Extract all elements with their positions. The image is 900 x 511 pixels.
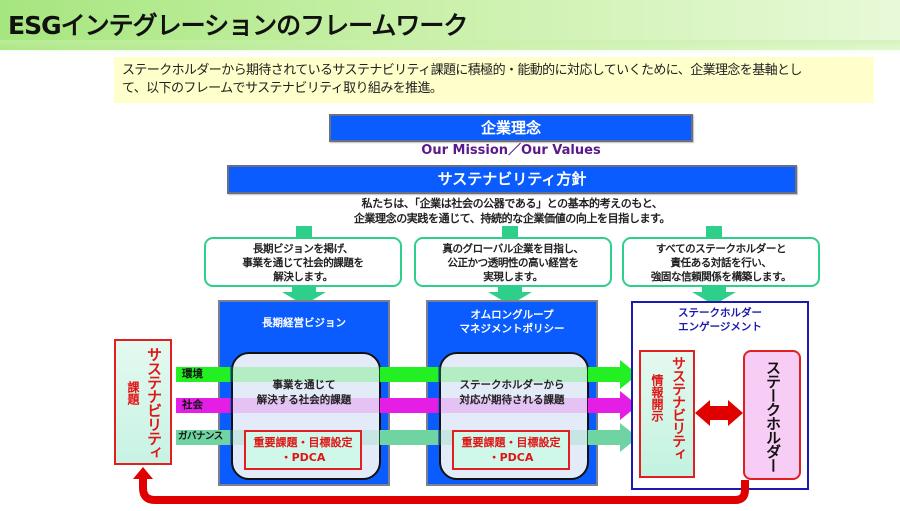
inner-line: ステークホルダーから [459, 379, 565, 391]
pillar-title-line-2: マネジメントポリシー [459, 323, 565, 335]
callout-line: 強固な信頼関係を構築します。 [650, 271, 792, 283]
pillar-1-priority-box: 重要課題・目標設定 ・PDCA [244, 430, 362, 470]
engagement-title: ステークホルダー エンゲージメント [633, 306, 807, 334]
band-governance-arrow [588, 423, 638, 452]
pillar-1-inner-text: 事業を通じて 解決する社会的課題 [229, 378, 379, 408]
pillar-2-inner-text: ステークホルダーから 対応が期待される課題 [437, 378, 587, 408]
band-society-arrow [588, 391, 638, 420]
mission-bar: 企業理念 [329, 114, 693, 142]
pillar-title-line-1: オムロングループ [470, 309, 554, 321]
callout-governance: 真のグローバル企業を目指し、 公正かつ透明性の高い経営を 実現します。 [414, 237, 612, 287]
intro-line-2: て、以下のフレームでサステナビリティ取り組みを推進。 [122, 81, 443, 96]
red-line: 重要課題・目標設定 [253, 436, 353, 449]
band-environment-arrow [588, 360, 638, 389]
band-environment-segment [230, 367, 380, 382]
band-label-society: 社会 [182, 399, 203, 411]
policy-line-2: 企業理念の実践を通じて、持続的な企業価値の向上を目指します。 [353, 212, 671, 225]
inner-line: 事業を通じて [272, 379, 336, 391]
band-environment-segment [438, 367, 588, 382]
pillar-2-priority-box: 重要課題・目標設定 ・PDCA [452, 430, 570, 470]
band-governance-segment [176, 430, 230, 445]
sustainability-issues-box: サステナビリティ 課題 [114, 339, 172, 465]
callout-stub-3 [706, 226, 722, 238]
callout-line: 真のグローバル企業を目指し、 [442, 243, 584, 255]
band-society-segment [438, 398, 588, 413]
intro-box: ステークホルダーから期待されているサステナビリティ課題に積極的・能動的に対応して… [114, 57, 874, 103]
red-line: 重要課題・目標設定 [461, 436, 561, 449]
down-arrow-1 [282, 287, 326, 305]
callout-stub-1 [296, 226, 312, 238]
callout-line: 長期ビジョンを掲げ、 [252, 243, 354, 255]
feedback-loop-arrowhead [133, 467, 153, 479]
stakeholder-box: ステークホルダー [743, 350, 801, 480]
band-label-environment: 環境 [182, 368, 203, 380]
band-environment-segment [176, 367, 230, 382]
header-fade [0, 40, 900, 54]
red-line: ・PDCA [488, 451, 534, 464]
callout-line: 解決します。 [273, 271, 333, 283]
feedback-loop-arrow [139, 478, 749, 504]
callout-line: 実現します。 [483, 271, 543, 283]
down-arrow-3 [692, 287, 736, 305]
intro-line-1: ステークホルダーから期待されているサステナビリティ課題に積極的・能動的に対応して… [122, 63, 802, 78]
stakeholder-label: ステークホルダー [764, 360, 782, 472]
band-society-segment [176, 398, 230, 413]
engagement-title-line-2: エンゲージメント [678, 321, 762, 333]
callout-engagement: すべてのステークホルダーと 責任ある対話を行い、 強固な信頼関係を構築します。 [622, 237, 820, 287]
band-governance-segment [380, 430, 438, 445]
callout-line: すべてのステークホルダーと [655, 243, 787, 255]
red-line: ・PDCA [280, 451, 326, 464]
policy-bar: サステナビリティ方針 [227, 165, 797, 194]
callout-vision: 長期ビジョンを掲げ、 事業を通じて社会的課題を 解決します。 [204, 237, 402, 287]
band-environment-segment [380, 367, 438, 382]
dialogue-double-arrow [695, 400, 743, 426]
pillar-title: 長期経営ビジョン [262, 317, 346, 329]
callout-stub-2 [502, 226, 518, 238]
disclosure-sub: 情報開示 [650, 374, 664, 422]
disclosure-main: サステナビリティ [670, 356, 686, 460]
policy-line-1: 私たちは、「企業は社会の公器である」との基本的考えのもと、 [361, 197, 663, 210]
down-arrow-2 [488, 287, 532, 305]
band-society-segment [380, 398, 438, 413]
sustainability-disclosure-box: サステナビリティ 情報開示 [639, 350, 695, 478]
policy-statement: 私たちは、「企業は社会の公器である」との基本的考えのもと、 企業理念の実践を通じ… [227, 196, 797, 226]
callout-line: 事業を通じて社会的課題を [242, 257, 364, 269]
sustainability-issues-main: サステナビリティ [145, 347, 163, 459]
band-label-governance: ガバナンス [178, 431, 223, 442]
inner-line: 解決する社会的課題 [256, 394, 352, 406]
engagement-title-line-1: ステークホルダー [678, 307, 762, 319]
band-society-segment [230, 398, 380, 413]
callout-line: 公正かつ透明性の高い経営を [447, 257, 579, 269]
page-title: ESGインテグレーションのフレームワーク [8, 11, 468, 40]
callout-line: 責任ある対話を行い、 [670, 257, 772, 269]
sustainability-issues-sub: 課題 [126, 381, 140, 405]
inner-line: 対応が期待される課題 [459, 394, 565, 406]
mission-subtitle: Our Mission／Our Values [421, 143, 601, 158]
